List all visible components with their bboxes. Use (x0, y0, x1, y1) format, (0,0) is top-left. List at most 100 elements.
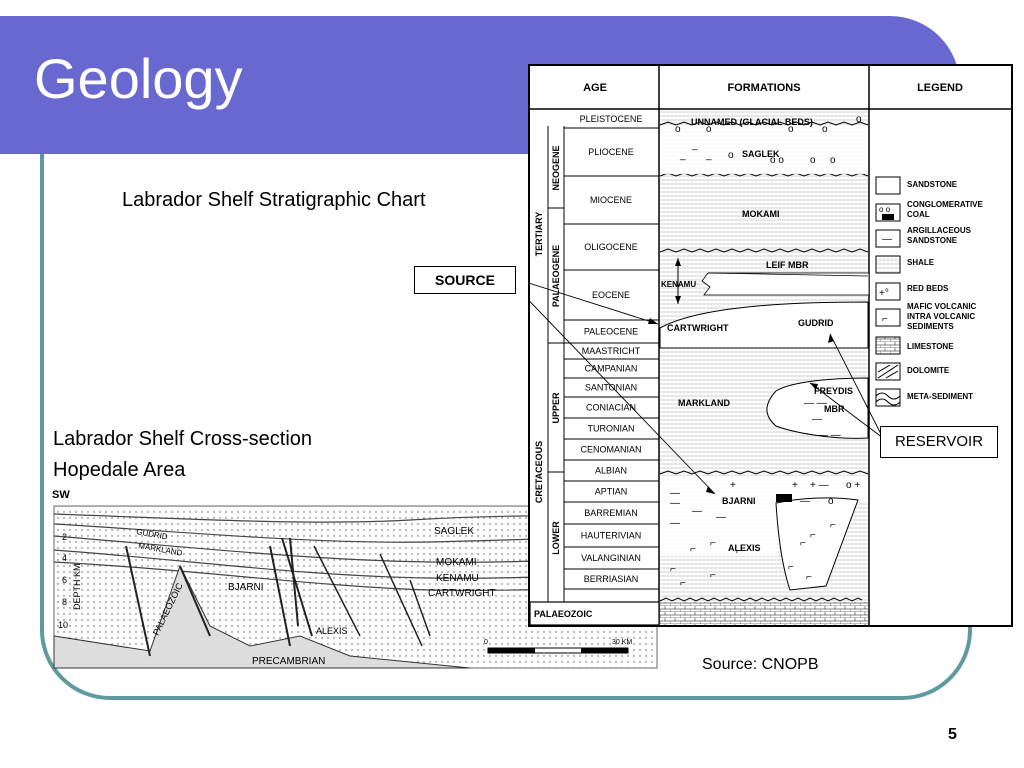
svg-text:—: — (882, 234, 892, 245)
formation-mbr: MBR (824, 404, 845, 414)
xsec-label-kenamu: KENAMU (436, 573, 479, 584)
legend-label-2-0: ARGILLACEOUS (907, 226, 972, 235)
epoch-cenomanian: CENOMANIAN (580, 445, 641, 455)
callout-arrowheads (648, 318, 834, 494)
epoch-coniacian: CONIACIAN (586, 403, 636, 413)
svg-text:—: — (692, 506, 702, 517)
depth-tick-6: 6 (62, 575, 67, 585)
basement-palaeozoic: PALAEOZOIC (534, 609, 593, 619)
epoch-eocene: EOCENE (592, 290, 630, 300)
epoch-campanian: CAMPANIAN (585, 364, 638, 374)
source-callout: SOURCE (414, 266, 516, 294)
legend-swatch-shale (875, 255, 901, 274)
basement-body (53, 564, 471, 669)
xsec-label-saglek: SAGLEK (434, 526, 474, 537)
svg-text:o: o (728, 150, 734, 161)
svg-text:—: — (670, 488, 680, 499)
epoch-column: PLEISTOCENEPLIOCENEMIOCENEOLIGOCENEEOCEN… (564, 114, 659, 603)
legend-label-0-0: SANDSTONE (907, 180, 958, 189)
svg-text:o: o (675, 124, 681, 135)
subperiod-upper: UPPER (551, 392, 561, 424)
svg-text:+ —: + — (810, 480, 829, 491)
svg-text:o o: o o (879, 205, 891, 214)
xsec-label-cartwright: CARTWRIGHT (428, 588, 496, 599)
legend-swatches: o o — +° ⌐ (875, 176, 901, 407)
fault-6 (313, 545, 361, 637)
svg-text:o: o (822, 124, 828, 135)
svg-text:_: _ (679, 150, 686, 161)
svg-text:⌐: ⌐ (788, 562, 794, 573)
subperiod-lower: LOWER (551, 521, 561, 555)
svg-text:+°: +° (879, 288, 889, 299)
epoch-maastricht: MAASTRICHT (582, 346, 641, 356)
legend-label-8-0: META-SEDIMENT (907, 392, 973, 401)
svg-text:— —: — — (804, 398, 827, 409)
svg-text:⌐: ⌐ (810, 530, 816, 541)
xsec-label-mokami: MOKAMI (436, 557, 477, 568)
svg-text:o +: o + (846, 480, 860, 491)
depth-tick-10: 10 (58, 620, 68, 630)
chart-subtitle: Labrador Shelf Stratigraphic Chart (122, 189, 426, 211)
svg-text:⌐: ⌐ (736, 546, 742, 557)
cross-section-subtitle-line2: Hopedale Area (53, 459, 186, 481)
svg-text:o: o (830, 155, 836, 166)
header-legend: LEGEND (917, 82, 963, 94)
fault-4 (281, 537, 313, 637)
epoch-turonian: TURONIAN (588, 424, 635, 434)
svg-text:⌐: ⌐ (882, 314, 888, 325)
depth-axis-label: DEPTH KM (72, 563, 82, 610)
formation-bjarni: BJARNI (722, 496, 756, 506)
formation-alexis: ALEXIS (728, 543, 761, 553)
fault-5 (289, 537, 299, 627)
svg-text:o o: o o (770, 155, 784, 166)
svg-text:—: — (716, 512, 726, 523)
slide-title: Geology (34, 47, 243, 110)
formation-gudrid: GUDRID (798, 318, 834, 328)
svg-text:o: o (810, 155, 816, 166)
legend-label-7-0: DOLOMITE (907, 366, 950, 375)
formation-cartwright: CARTWRIGHT (667, 323, 729, 333)
source-note: Source: CNOPB (702, 656, 819, 673)
subperiod-palaeogene: PALAEOGENE (551, 245, 561, 307)
depth-tick-8: 8 (62, 597, 67, 607)
epoch-barremian: BARREMIAN (584, 508, 638, 518)
legend-label-3-0: SHALE (907, 258, 935, 267)
xsec-label-alexis: ALEXIS (316, 626, 348, 636)
svg-text:⌐: ⌐ (690, 544, 696, 555)
epoch-hauterivian: HAUTERIVIAN (581, 531, 642, 541)
svg-text:⌐: ⌐ (680, 578, 686, 589)
period-cretaceous: CRETACEOUS (534, 441, 544, 503)
scale-bar: 0 30 KM (484, 639, 632, 654)
svg-text:o: o (856, 114, 862, 125)
svg-text:o: o (788, 124, 794, 135)
legend-swatch-meta-sediment (875, 388, 901, 407)
formation-unnamed-glacial-beds: UNNAMED (GLACIAL BEDS) (691, 117, 813, 127)
fault-8 (409, 579, 431, 637)
epoch-pliocene: PLIOCENE (588, 147, 634, 157)
svg-text:—: — (670, 498, 680, 509)
epoch-valanginian: VALANGINIAN (581, 553, 641, 563)
svg-text:_: _ (691, 140, 698, 151)
slide-number: 5 (948, 726, 957, 743)
svg-text:—: — (670, 518, 680, 529)
svg-text:—: — (800, 496, 810, 507)
fault-2 (179, 565, 211, 637)
scale-end: 30 KM (612, 639, 632, 646)
svg-text:⌐: ⌐ (806, 572, 812, 583)
svg-text:⌐: ⌐ (830, 520, 836, 531)
epoch-santonian: SANTONIAN (585, 383, 637, 393)
svg-text:+: + (730, 480, 736, 491)
fault-1 (125, 545, 151, 657)
epoch-aptian: APTIAN (595, 487, 628, 497)
xsec-label-bjarni: BJARNI (228, 582, 264, 593)
stratigraphic-chart: AGE FORMATIONS LEGEND TERTIARY CRETACEOU… (528, 64, 1013, 627)
direction-label: SW (52, 489, 70, 501)
legend-label-6-0: LIMESTONE (907, 342, 954, 351)
formation-markland: MARKLAND (678, 398, 730, 408)
legend-labels: SANDSTONECONGLOMERATIVECOALARGILLACEOUSS… (907, 180, 984, 401)
depth-tick-2: 2 (62, 532, 67, 542)
reservoir-callout: RESERVOIR (880, 426, 998, 458)
formation-kenamu: KENAMU (661, 280, 696, 289)
epoch-miocene: MIOCENE (590, 195, 632, 205)
